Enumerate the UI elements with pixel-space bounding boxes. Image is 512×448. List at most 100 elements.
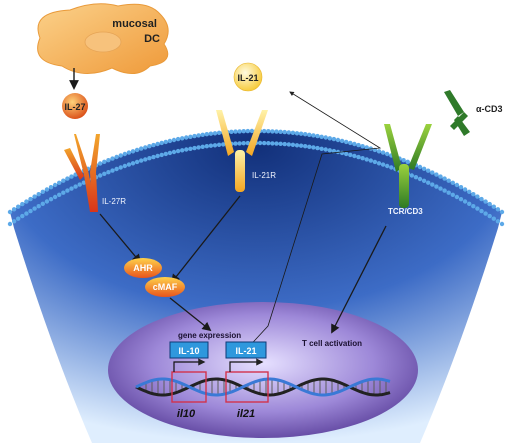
membrane-lipid bbox=[426, 180, 431, 185]
membrane-lipid bbox=[130, 161, 136, 166]
membrane-lipid bbox=[339, 138, 345, 144]
membrane-lipid bbox=[155, 141, 160, 147]
il21-gene-label: il21 bbox=[237, 408, 255, 420]
membrane-lipid bbox=[106, 170, 111, 175]
membrane-lipid bbox=[245, 140, 250, 146]
membrane-lipid bbox=[307, 144, 312, 149]
membrane-lipid bbox=[413, 175, 419, 180]
membrane-lipid bbox=[233, 141, 238, 146]
membrane-lipid bbox=[126, 162, 132, 167]
membrane-lipid bbox=[376, 161, 382, 166]
membrane-lipid bbox=[159, 152, 164, 158]
il10-gene-highlight bbox=[171, 371, 207, 403]
il27r-to-ahr-arrow bbox=[99, 213, 142, 264]
membrane-lipid bbox=[171, 137, 177, 143]
cmaf-factor bbox=[145, 277, 185, 297]
membrane-lipid bbox=[139, 146, 144, 151]
membrane-lipid bbox=[479, 196, 484, 202]
membrane-lipid bbox=[216, 142, 222, 147]
membrane-lipid bbox=[331, 136, 337, 142]
membrane-lipid bbox=[180, 136, 185, 141]
membrane-lipid bbox=[98, 161, 103, 166]
membrane-lipid bbox=[200, 132, 205, 137]
membrane-lipid bbox=[122, 151, 128, 157]
membrane-lipid bbox=[73, 184, 78, 189]
membrane-lipid bbox=[421, 178, 427, 183]
membrane-lipid bbox=[282, 141, 287, 147]
membrane-lipid bbox=[438, 186, 443, 191]
membrane-lipid bbox=[327, 136, 332, 141]
membrane-lipid bbox=[134, 159, 140, 165]
membrane-lipid bbox=[454, 194, 460, 200]
membrane-lipid bbox=[65, 176, 70, 181]
membrane-lipid bbox=[352, 141, 357, 147]
membrane-lipid bbox=[290, 130, 296, 135]
membrane-lipid bbox=[44, 199, 50, 204]
membrane-lipid bbox=[171, 149, 177, 155]
membrane-lipid bbox=[380, 162, 386, 167]
membrane-lipid bbox=[475, 206, 480, 211]
membrane-lipid bbox=[147, 156, 152, 161]
il10-box bbox=[169, 341, 209, 359]
membrane-lipid bbox=[450, 192, 455, 197]
dc-label: mucosal DC bbox=[112, 18, 160, 45]
membrane-lipid bbox=[467, 189, 472, 194]
membrane-lipid bbox=[184, 135, 189, 140]
membrane-lipid bbox=[315, 133, 320, 139]
membrane-lipid bbox=[462, 199, 468, 204]
membrane-lipid bbox=[32, 206, 37, 211]
membrane-lipid bbox=[245, 128, 250, 134]
membrane-lipid bbox=[61, 190, 66, 195]
membrane-lipid bbox=[40, 189, 45, 194]
il21-ligand-label: IL-21 bbox=[237, 73, 258, 83]
membrane-lipid bbox=[24, 211, 29, 216]
membrane-lipid bbox=[110, 168, 115, 173]
membrane-lipid bbox=[372, 159, 378, 165]
membrane-lipid bbox=[483, 199, 488, 204]
membrane-lipid bbox=[151, 154, 156, 160]
membrane-lipid bbox=[212, 143, 218, 148]
il27r-receptor bbox=[64, 134, 100, 212]
membrane-lipid bbox=[196, 145, 201, 150]
membrane-lipid bbox=[192, 133, 197, 139]
tcr-cd3-receptor bbox=[384, 124, 432, 208]
membrane-lipid bbox=[208, 143, 214, 148]
membrane-lipid bbox=[122, 163, 128, 169]
membrane-lipid bbox=[430, 170, 435, 175]
membrane-lipid bbox=[200, 144, 205, 149]
membrane-lipid bbox=[327, 148, 332, 153]
membrane-lipid bbox=[204, 132, 209, 137]
membrane-lipid bbox=[221, 142, 226, 147]
membrane-lipid bbox=[471, 204, 476, 209]
membrane-lipid bbox=[229, 129, 234, 134]
membrane-lipid bbox=[401, 158, 406, 163]
il21-box bbox=[225, 341, 267, 359]
membrane-lipid bbox=[118, 153, 123, 158]
membrane-lipid bbox=[57, 192, 62, 197]
membrane-lipid bbox=[48, 185, 54, 190]
membrane-lipid bbox=[159, 140, 164, 146]
membrane-lipid bbox=[491, 204, 496, 209]
membrane-lipid bbox=[175, 148, 181, 154]
membrane-lipid bbox=[143, 145, 148, 150]
membrane-lipid bbox=[65, 188, 70, 193]
membrane-lipid bbox=[499, 209, 505, 215]
membrane-lipid bbox=[348, 152, 353, 158]
membrane-lipid bbox=[442, 188, 447, 193]
membrane-lipid bbox=[405, 159, 410, 164]
membrane-lipid bbox=[294, 131, 300, 136]
membrane-lipid bbox=[294, 143, 300, 148]
membrane-lipid bbox=[208, 131, 214, 136]
dna-strand bbox=[135, 377, 391, 397]
membrane-lipid bbox=[298, 143, 304, 148]
membrane-lipid bbox=[278, 141, 283, 146]
membrane-lipid bbox=[368, 158, 373, 163]
membrane-lipid bbox=[175, 136, 181, 142]
anti-cd3-antibody bbox=[444, 90, 470, 136]
membrane-lipid bbox=[274, 141, 279, 146]
membrane-lipid bbox=[237, 141, 242, 146]
membrane-lipid bbox=[147, 144, 152, 149]
gene-expression-label: gene expression bbox=[178, 331, 241, 340]
membrane-lipid bbox=[323, 135, 328, 140]
membrane-lipid bbox=[188, 134, 193, 139]
